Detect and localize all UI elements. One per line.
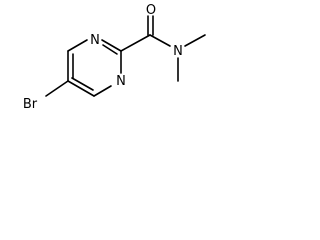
bond-n3-c2-double [102, 44, 118, 55]
bond-n-methyl-right [184, 34, 206, 47]
bond-c2-carbonyl [120, 34, 151, 52]
bond-c6-c5-double [71, 77, 94, 91]
bond-carbonyl-n [149, 34, 171, 47]
atom-label-ring-n-bottom: N [116, 74, 126, 89]
bond-c6-c5 [67, 80, 95, 97]
structure-canvas: Br N N O N [0, 0, 226, 138]
atom-label-ring-n-top: N [90, 33, 100, 48]
bond-c4-n3 [67, 39, 88, 52]
atom-label-br: Br [23, 97, 38, 112]
molecule-structure: Br N N O N [23, 3, 206, 112]
atom-label-o: O [146, 3, 156, 18]
bond-n3-c2 [101, 39, 122, 52]
bond-c5-br [45, 80, 69, 97]
bond-n1-c6 [93, 85, 112, 97]
atom-label-amide-n: N [173, 44, 183, 59]
